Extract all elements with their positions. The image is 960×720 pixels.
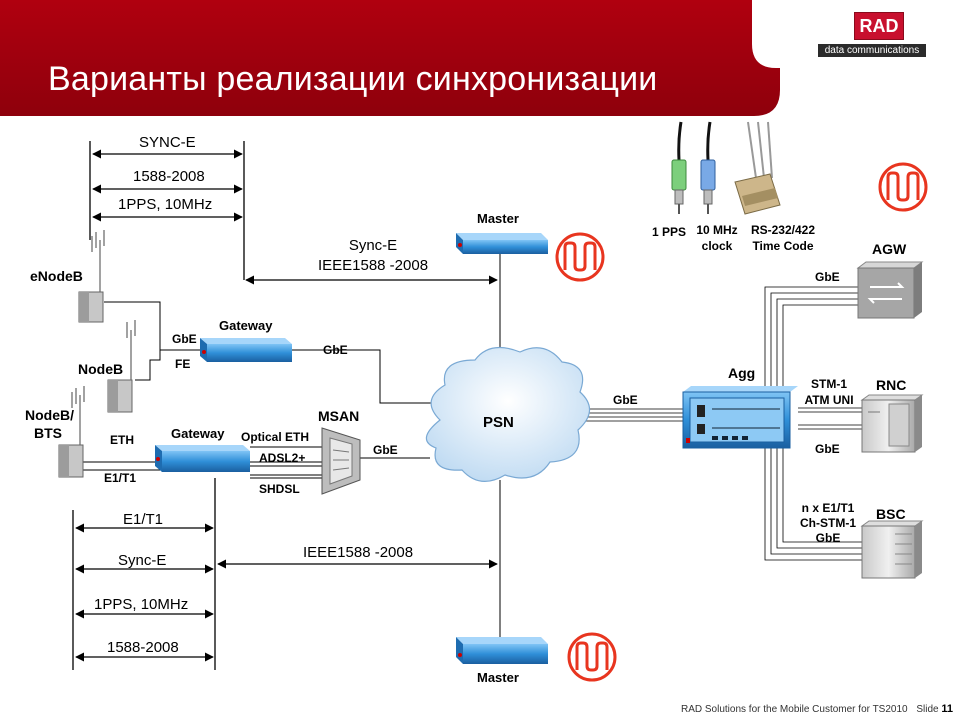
optical-eth-label: Optical ETH [241,430,310,444]
nodeb-bts-label-2: BTS [34,425,62,441]
header-banner [0,0,780,116]
msan-device [321,427,361,495]
rnc-stm-label-1: STM-1 [811,377,847,391]
footer-slide-number: 11 [941,703,954,715]
page-title: Варианты реализации синхронизации [48,60,658,98]
master-bottom-link-label: IEEE1588 -2008 [303,544,414,561]
rs232-label-2: Time Code [752,239,814,253]
top-span-pps-label: 1PPS, 10MHz [118,196,213,213]
bsc-link-label-2: Ch-STM-1 [800,516,856,530]
bottom-span-sync-e-label: Sync-E [118,552,167,569]
gateway-top-device [200,338,292,362]
bottom-span-1588-label: 1588-2008 [107,639,179,656]
bottom-span-arrows [72,478,498,670]
pps-connector-label: 1 PPS [652,225,687,239]
pps-connector [671,121,687,214]
eth-label: ETH [110,433,134,447]
footer: RAD Solutions for the Mobile Customer fo… [681,703,953,715]
clock-icon-top [555,232,605,282]
shdsl-label: SHDSL [259,482,300,496]
e1t1-link-label: E1/T1 [104,471,137,485]
psn-cloud [425,346,591,482]
master-bottom-device [456,637,548,664]
agw-gbe-label: GbE [815,270,840,284]
master-top-label: Master [477,211,519,226]
bsc-device [860,520,924,579]
bsc-label: BSC [876,506,906,522]
rs232-label-1: RS-232/422 [750,223,816,237]
rnc-device [860,394,924,453]
enodeb-tower [78,230,105,323]
fe-nodeb-label: FE [175,357,191,371]
bsc-link-label-1: n x E1/T1 [801,501,855,515]
clock-connector-label-2: clock [701,239,733,253]
top-span-1588-label: 1588-2008 [133,168,205,185]
top-span-sync-e-label: SYNC-E [139,134,196,151]
agg-device [682,386,798,449]
master-top-device [456,233,548,254]
nodeb-tower [107,320,136,413]
adsl-label: ADSL2+ [259,451,306,465]
agw-label: AGW [872,241,907,257]
clock-connector [700,121,716,214]
bottom-span-e1t1-label: E1/T1 [123,511,164,528]
gateway-top-label: Gateway [219,318,273,333]
rs232-connector [734,121,781,215]
bsc-link-label-3: GbE [815,531,841,545]
footer-slide-label: Slide [916,704,939,715]
footer-text: RAD Solutions for the Mobile Customer fo… [681,704,908,715]
bottom-span-pps-label: 1PPS, 10MHz [94,596,189,613]
rad-logo-subtext: data communications [818,44,926,57]
master-bottom-label: Master [477,670,519,685]
nodeb-bts-tower [58,386,85,478]
right-links [575,286,862,561]
agg-label: Agg [728,365,756,381]
master-top-link-label-1: Sync-E [348,237,398,254]
gateway-bottom-device [155,445,250,472]
gbe-gateway-psn-label: GbE [323,343,348,357]
clock-icon-right [878,162,928,212]
master-top-link-label-2: IEEE1588 -2008 [317,257,429,274]
msan-label: MSAN [318,408,360,424]
nodeb-bts-label-1: NodeB/ [25,407,74,423]
rad-logo: RAD [854,12,904,40]
top-span-arrows [89,141,498,285]
rnc-stm-label-2: ATM UNI [804,393,854,407]
nodeb-label: NodeB [78,361,124,377]
agg-psn-gbe-label: GbE [613,393,638,407]
gbe-nodeb-label: GbE [172,332,197,346]
msan-gbe-label: GbE [373,443,398,457]
rnc-label: RNC [876,377,907,393]
psn-label: PSN [483,414,514,431]
clock-connector-label-1: 10 MHz [696,223,738,237]
rnc-gbe-label: GbE [815,442,840,456]
enodeb-label: eNodeB [30,268,83,284]
gateway-bottom-label: Gateway [171,426,225,441]
clock-icon-bottom [567,632,617,682]
agw-device [856,261,924,319]
